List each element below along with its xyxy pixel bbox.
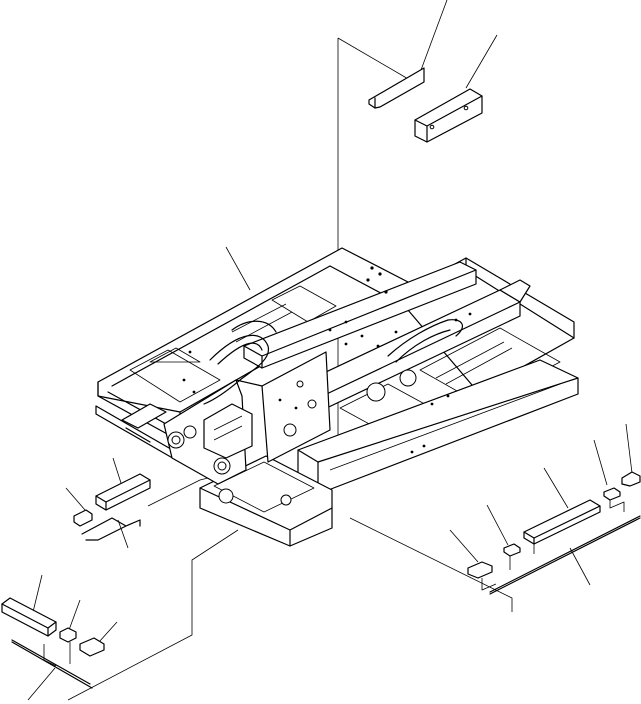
leader-line-br-pad-c	[543, 467, 569, 509]
leader-line-br-pad-e	[625, 423, 633, 474]
revolving-frame	[95, 247, 579, 547]
leader-line-left-pad-b	[112, 457, 122, 484]
frame-upper-beam	[243, 261, 477, 369]
br-small-pad-c	[603, 487, 621, 501]
left-pad-group	[73, 473, 151, 541]
br-small-pad-b	[503, 543, 521, 557]
top-thick-plate	[414, 88, 483, 143]
bl-small-pad-a	[59, 627, 77, 643]
leader-line-bl-pad-a	[32, 574, 43, 613]
leader-line-bl-pad-c	[98, 621, 118, 643]
br-small-pad-d	[621, 471, 641, 487]
assembly-line-bottom-left	[67, 529, 239, 701]
hydraulic-pipe-right	[387, 319, 464, 357]
left-long-pad	[95, 473, 151, 511]
bl-long-pad	[1, 597, 57, 637]
bl-bottom-strip	[11, 639, 91, 685]
br-small-pad-a	[467, 561, 493, 579]
boom-cylinder-bracket	[231, 320, 277, 333]
bottom-right-pad-group	[467, 471, 641, 595]
leader-line-br-pad-b	[486, 504, 509, 546]
leader-line-bl-strip	[27, 667, 56, 701]
leader-line-br-pad-a	[449, 529, 479, 563]
leader-line-top-left-plate	[420, 0, 448, 71]
assembly-line-bottom-right	[349, 517, 513, 612]
leader-line-frame	[225, 246, 251, 291]
br-bottom-strip	[489, 515, 641, 593]
leader-line-left-pad-c	[117, 519, 129, 549]
leader-line-bl-pad-b	[68, 599, 81, 631]
assembly-line-top-plates-horizontal	[337, 37, 411, 81]
leader-line-top-right-plate	[465, 34, 498, 89]
bottom-left-pad-group	[1, 597, 105, 689]
leader-line-br-strip	[569, 547, 591, 586]
swing-bracket	[203, 403, 253, 459]
frame-front-base	[199, 455, 333, 547]
left-small-pad	[73, 509, 93, 527]
top-plates	[368, 67, 483, 143]
hydraulic-pipe-left	[203, 334, 269, 405]
rivet-dots	[182, 266, 472, 454]
top-angle-plate	[368, 67, 425, 109]
bl-small-pad-b	[79, 637, 105, 657]
leader-lines	[27, 0, 633, 701]
leader-line-br-pad-d	[593, 439, 608, 486]
leader-line-left-pad-a	[65, 487, 86, 511]
